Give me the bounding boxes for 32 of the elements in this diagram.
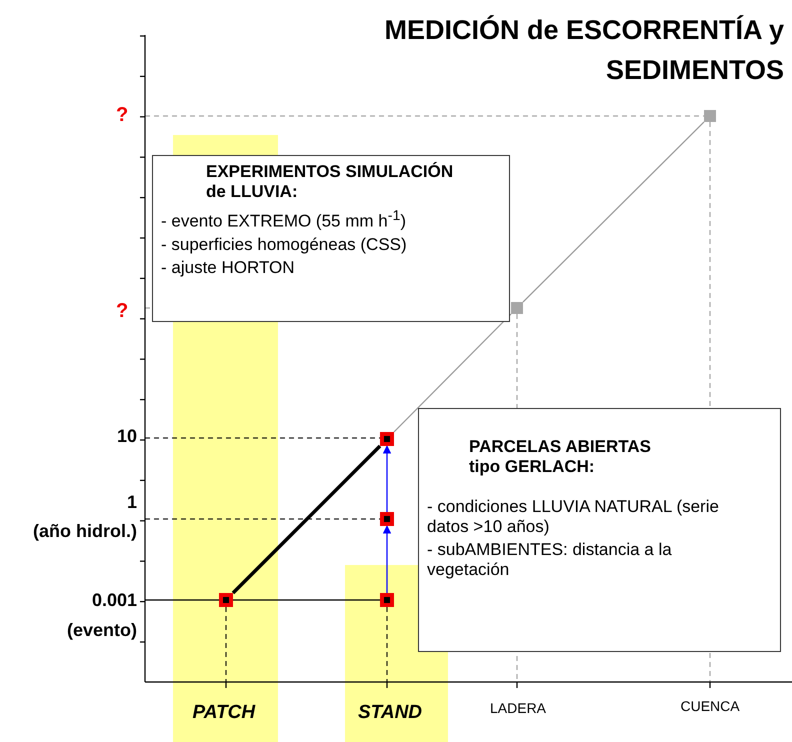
category-label: LADERA: [490, 700, 546, 716]
data-point-marker: [380, 432, 394, 446]
text-box: [152, 155, 510, 322]
diagram-title: MEDICIÓN de ESCORRENTÍA y SEDIMENTOS: [383, 14, 784, 87]
bullet-text: - superficies homogéneas (CSS): [161, 234, 408, 255]
bullet-text: - ajuste HORTON: [161, 258, 296, 278]
data-point-marker: [511, 302, 523, 314]
category-label: STAND: [358, 702, 422, 724]
arrow: [382, 445, 392, 512]
axis-tick-label: (año hidrol.): [33, 521, 137, 542]
data-point-marker: [380, 593, 394, 607]
axis-tick-label: 0.001: [92, 590, 138, 611]
bullet-text: - evento EXTREMO (55 mm h$^{-1}$): [161, 208, 407, 232]
question-mark: ?: [116, 104, 128, 127]
data-point-marker: [704, 110, 716, 122]
connector-line: [232, 444, 382, 594]
connector-line: [522, 122, 704, 302]
data-point-marker: [380, 512, 394, 526]
axis-tick-label: 1: [127, 492, 138, 513]
box-heading: PARCELAS ABIERTAS tipo GERLACH:: [468, 437, 652, 478]
bullet-text: - condiciones LLUVIA NATURAL (serie datos >10 años): [427, 497, 720, 537]
category-label: PATCH: [192, 702, 256, 724]
text-box: [418, 408, 781, 652]
question-mark: ?: [116, 300, 128, 323]
arrow: [382, 525, 392, 593]
category-label: CUENCA: [680, 698, 740, 714]
axis-tick-label: (evento): [67, 620, 138, 641]
connector-line: [394, 314, 512, 432]
bullet-text: - subAMBIENTES: distancia a la vegetación: [427, 540, 673, 580]
data-point-marker: [219, 593, 233, 607]
box-heading: EXPERIMENTOS SIMULACIÓN de LLUVIA:: [205, 162, 454, 202]
axis-tick-label: 10: [117, 426, 138, 447]
